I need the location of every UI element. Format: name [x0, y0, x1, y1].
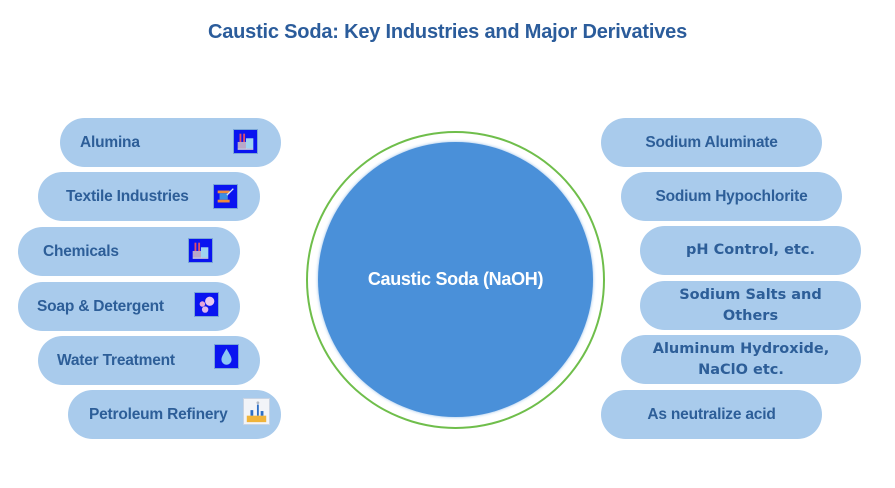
derivative-neutralize-acid: As neutralize acid	[601, 390, 822, 439]
center-node: Caustic Soda (NaOH)	[306, 131, 605, 429]
industry-label: Soap & Detergent	[37, 297, 164, 315]
factory-icon	[233, 129, 258, 154]
industry-soap-detergent: Soap & Detergent	[18, 282, 240, 331]
industry-textile: Textile Industries	[38, 172, 260, 221]
industry-label: Petroleum Refinery	[89, 405, 228, 423]
center-label: Caustic Soda (NaOH)	[367, 269, 544, 289]
derivative-label: As neutralize acid	[647, 406, 776, 423]
center-ring	[306, 131, 605, 429]
derivative-label: Sodium Salts and Others	[679, 286, 822, 324]
derivative-sodium-aluminate: Sodium Aluminate	[601, 118, 822, 167]
industry-petroleum-refinery: Petroleum Refinery	[68, 390, 281, 439]
derivative-aluminum-hydroxide: Aluminum Hydroxide, NaClO etc.	[621, 335, 861, 384]
oil-refinery-icon	[243, 398, 270, 425]
derivative-label: Sodium Aluminate	[645, 134, 778, 151]
derivative-sodium-salts: Sodium Salts and Others	[640, 281, 861, 330]
industry-water-treatment: Water Treatment	[38, 336, 260, 385]
center-circle: Caustic Soda (NaOH)	[318, 142, 593, 417]
water-drop-icon	[214, 344, 239, 369]
soap-bubbles-icon	[194, 292, 219, 317]
thread-spool-icon	[213, 184, 238, 209]
derivative-sodium-hypochlorite: Sodium Hypochlorite	[621, 172, 842, 221]
industry-label: Textile Industries	[66, 187, 189, 205]
derivative-label: pH Control, etc.	[686, 242, 815, 258]
industry-label: Water Treatment	[57, 351, 175, 369]
industry-chemicals: Chemicals	[18, 227, 240, 276]
derivative-label: Sodium Hypochlorite	[655, 188, 808, 205]
diagram-title: Caustic Soda: Key Industries and Major D…	[207, 21, 688, 43]
factory-icon	[188, 238, 213, 263]
industry-alumina: Alumina	[60, 118, 281, 167]
derivative-ph-control: pH Control, etc.	[640, 226, 861, 275]
industry-label: Chemicals	[43, 242, 119, 260]
industry-label: Alumina	[80, 133, 140, 151]
derivative-label: Aluminum Hydroxide, NaClO etc.	[652, 340, 830, 378]
